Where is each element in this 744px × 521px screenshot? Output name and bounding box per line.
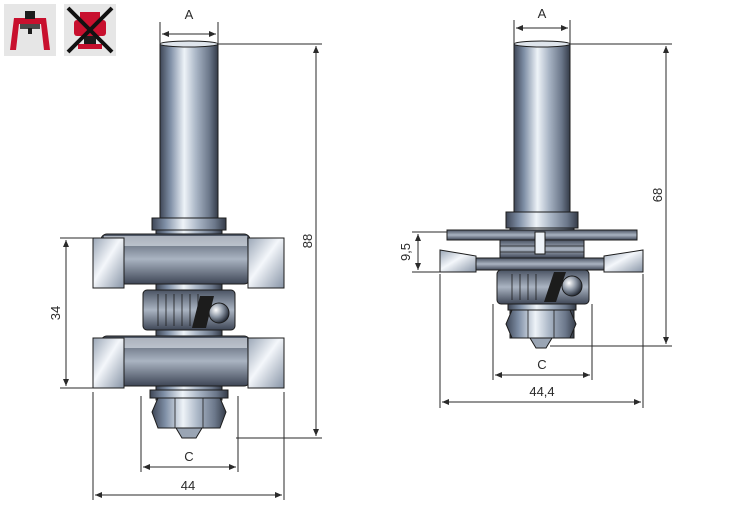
left-lower-carbide-tip-right bbox=[247, 337, 285, 389]
left-lower-carbide-tip-left bbox=[92, 337, 125, 389]
right-nut bbox=[505, 309, 577, 339]
left-dimensions bbox=[60, 22, 322, 500]
right-carbide-tip-left bbox=[439, 249, 477, 273]
right-cutter bbox=[439, 40, 644, 349]
right-dim-a-label: A bbox=[538, 6, 547, 21]
router-table-icon bbox=[4, 4, 56, 56]
left-dim-34-label: 34 bbox=[48, 306, 63, 320]
left-dim-c-label: C bbox=[184, 449, 193, 464]
right-dim-68-label: 68 bbox=[650, 188, 665, 202]
right-dim-9-5-label: 9,5 bbox=[398, 243, 413, 261]
left-upper-carbide-tip-right bbox=[247, 237, 285, 289]
right-shank bbox=[513, 43, 571, 215]
left-upper-carbide-tip-left bbox=[92, 237, 125, 289]
right-dimensions bbox=[412, 20, 672, 408]
left-dim-88-label: 88 bbox=[300, 234, 315, 248]
hand-router-not-allowed-icon bbox=[64, 4, 116, 56]
right-dim-44-4-label: 44,4 bbox=[529, 384, 554, 399]
left-ball-bearing bbox=[208, 302, 230, 324]
left-dim-44-label: 44 bbox=[181, 478, 195, 493]
left-dim-a-label: A bbox=[185, 7, 194, 22]
right-dim-c-label: C bbox=[537, 357, 546, 372]
right-ball-bearing bbox=[561, 275, 583, 297]
left-nut bbox=[151, 397, 227, 429]
left-cutter bbox=[92, 40, 285, 439]
right-carbide-tip-right bbox=[603, 249, 644, 273]
left-shank bbox=[159, 43, 219, 221]
